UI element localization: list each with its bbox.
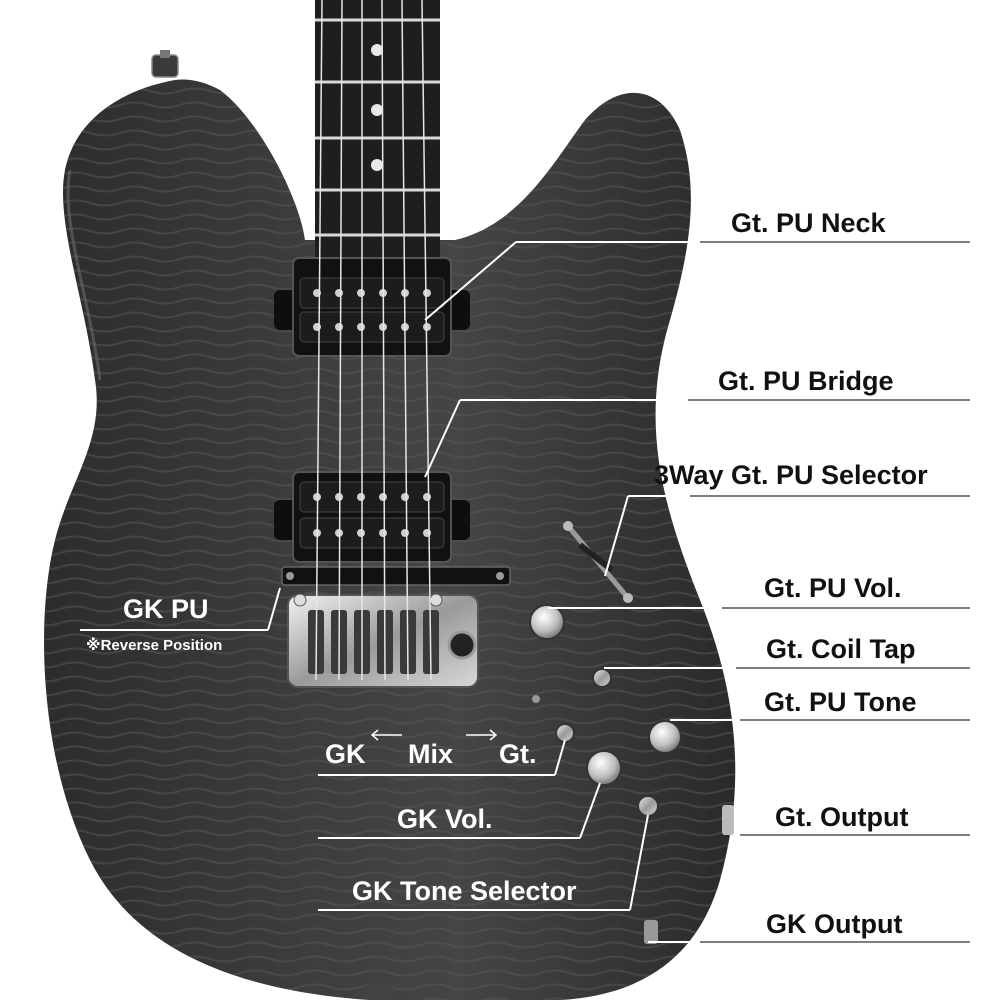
label-gt-output: Gt. Output xyxy=(775,802,909,832)
fret-markers xyxy=(371,44,383,171)
gk-mix-switch xyxy=(555,723,575,743)
label-gk-output: GK Output xyxy=(766,909,903,939)
gt-coil-tap-switch xyxy=(592,668,612,688)
strings xyxy=(315,0,432,681)
label-gt-pu-tone: Gt. PU Tone xyxy=(764,687,917,717)
bridge-pickup xyxy=(274,471,470,563)
leader-lines-edge xyxy=(688,241,970,943)
label-gk-tone-selector: GK Tone Selector xyxy=(352,876,577,906)
label-gt-pu-neck: Gt. PU Neck xyxy=(731,208,886,238)
gk-tone-selector-switch xyxy=(637,795,659,817)
label-switch-gk: GK xyxy=(325,739,366,769)
label-switch-mix: Mix xyxy=(408,739,454,769)
label-gt-coil-tap: Gt. Coil Tap xyxy=(766,634,916,664)
gt-pu-vol-knob xyxy=(529,604,565,640)
label-pu-selector: 3Way Gt. PU Selector xyxy=(654,460,928,490)
label-gk-pu: GK PU xyxy=(123,594,209,624)
gk-output-jack xyxy=(644,920,658,944)
neck-pickup xyxy=(274,257,470,357)
pu-selector-switch xyxy=(563,521,633,603)
bottom-strap-button xyxy=(365,984,391,1000)
label-switch-gt: Gt. xyxy=(499,739,537,769)
gt-output-jack xyxy=(722,805,734,835)
mix-arrows xyxy=(370,729,498,741)
strap-button xyxy=(151,54,179,78)
frets xyxy=(315,18,440,237)
small-screw xyxy=(532,695,540,703)
gt-pu-tone-knob xyxy=(648,720,682,754)
label-gt-pu-bridge: Gt. PU Bridge xyxy=(718,366,894,396)
label-gk-vol: GK Vol. xyxy=(397,804,493,834)
label-gk-pu-note: ※Reverse Position xyxy=(86,637,223,654)
label-gt-pu-vol: Gt. PU Vol. xyxy=(764,573,902,603)
gk-vol-knob xyxy=(586,750,622,786)
fretboard xyxy=(315,0,440,262)
